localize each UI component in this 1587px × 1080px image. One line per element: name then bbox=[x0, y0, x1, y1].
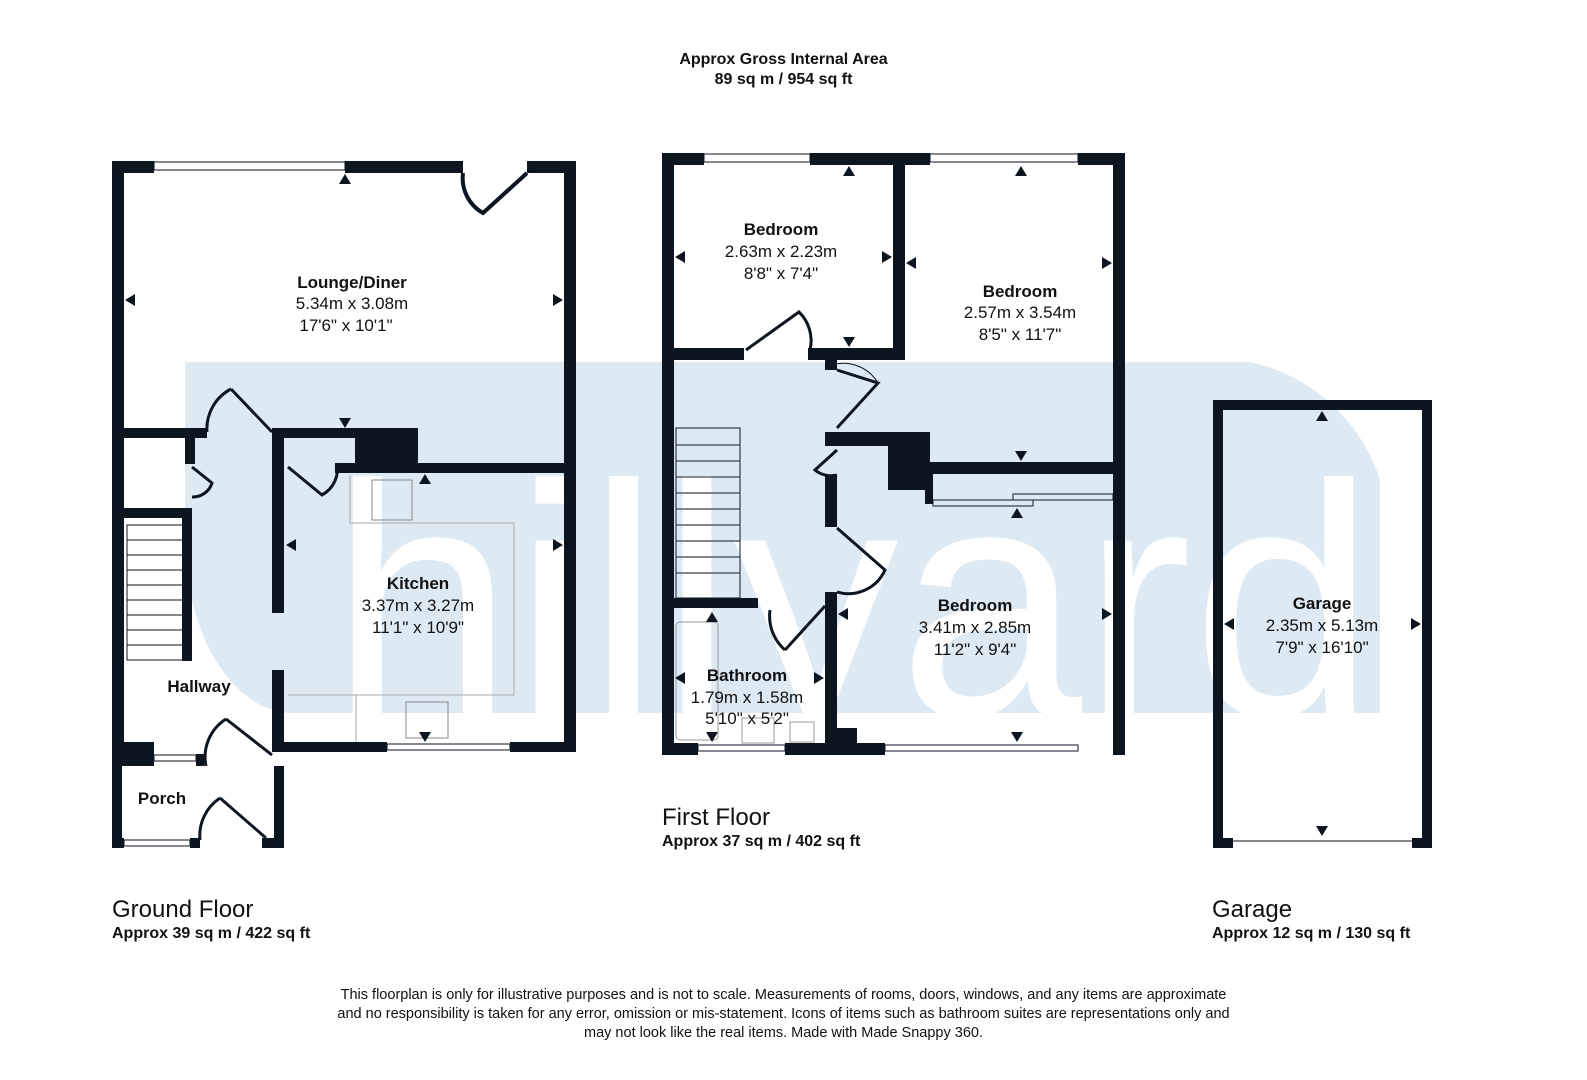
room-name: Bathroom bbox=[707, 666, 787, 685]
first-floor-fixtures bbox=[675, 153, 1114, 752]
room-name: Kitchen bbox=[387, 574, 449, 593]
gross-area-header: Approx Gross Internal Area 89 sq m / 954… bbox=[0, 50, 1567, 90]
floor-area: Approx 12 sq m / 130 sq ft bbox=[1212, 925, 1411, 942]
watermark-text: hillyards. bbox=[330, 416, 1587, 787]
room-name: Bedroom bbox=[983, 282, 1058, 301]
ground-floor-caption: Ground Floor Approx 39 sq m / 422 sq ft bbox=[112, 896, 310, 944]
room-hallway: Hallway bbox=[167, 677, 231, 696]
disclaimer-line: may not look like the real items. Made w… bbox=[584, 1025, 983, 1041]
floor-name: Garage bbox=[1212, 896, 1293, 923]
room-metric: 2.57m x 3.54m bbox=[964, 303, 1076, 322]
room-name: Garage bbox=[1293, 594, 1352, 613]
room-imperial: 17'6" x 10'1" bbox=[299, 316, 392, 335]
room-name: Bedroom bbox=[938, 596, 1013, 615]
room-bedroom-2: Bedroom 2.57m x 3.54m 8'5" x 11'7" bbox=[964, 282, 1076, 344]
room-bedroom-1: Bedroom 2.63m x 2.23m 8'8" x 7'4" bbox=[725, 220, 837, 283]
floor-name: First Floor bbox=[662, 804, 770, 831]
room-porch: Porch bbox=[138, 789, 186, 808]
room-imperial: 11'1" x 10'9" bbox=[372, 618, 464, 637]
watermark-logo: hillyards. bbox=[185, 362, 1587, 787]
floor-area: Approx 39 sq m / 422 sq ft bbox=[112, 925, 311, 942]
room-lounge-diner: Lounge/Diner 5.34m x 3.08m 17'6" x 10'1" bbox=[296, 273, 408, 335]
header-title: Approx Gross Internal Area bbox=[679, 51, 888, 68]
ground-floor-fixtures bbox=[123, 161, 529, 847]
floor-name: Ground Floor bbox=[112, 896, 254, 923]
garage-walls bbox=[1213, 400, 1432, 848]
room-name: Bedroom bbox=[744, 220, 819, 239]
first-floor-caption: First Floor Approx 37 sq m / 402 sq ft bbox=[662, 804, 860, 852]
room-metric: 2.35m x 5.13m bbox=[1266, 616, 1378, 635]
room-garage: Garage 2.35m x 5.13m 7'9" x 16'10" bbox=[1266, 594, 1378, 657]
room-name: Lounge/Diner bbox=[297, 273, 407, 292]
room-imperial: 11'2" x 9'4" bbox=[934, 640, 1017, 659]
room-kitchen: Kitchen 3.37m x 3.27m 11'1" x 10'9" bbox=[362, 574, 474, 637]
disclaimer-line: This floorplan is only for illustrative … bbox=[340, 987, 1227, 1003]
disclaimer-line: and no responsibility is taken for any e… bbox=[337, 1006, 1230, 1022]
dimension-arrows bbox=[125, 166, 1421, 836]
room-imperial: 8'8" x 7'4" bbox=[744, 264, 818, 283]
room-metric: 1.79m x 1.58m bbox=[691, 688, 803, 707]
header-area: 89 sq m / 954 sq ft bbox=[714, 71, 853, 88]
room-bedroom-3: Bedroom 3.41m x 2.85m 11'2" x 9'4" bbox=[919, 596, 1031, 659]
room-imperial: 8'5" x 11'7" bbox=[979, 325, 1062, 344]
room-metric: 3.41m x 2.85m bbox=[919, 618, 1031, 637]
room-bathroom: Bathroom 1.79m x 1.58m 5'10" x 5'2" bbox=[691, 666, 803, 728]
floor-area: Approx 37 sq m / 402 sq ft bbox=[662, 833, 861, 850]
first-floor-walls bbox=[662, 153, 1125, 755]
room-metric: 2.63m x 2.23m bbox=[725, 242, 837, 261]
garage-caption: Garage Approx 12 sq m / 130 sq ft bbox=[1212, 896, 1410, 944]
room-imperial: 5'10" x 5'2" bbox=[705, 709, 789, 728]
room-imperial: 7'9" x 16'10" bbox=[1275, 638, 1368, 657]
disclaimer: This floorplan is only for illustrative … bbox=[0, 986, 1567, 1043]
room-metric: 5.34m x 3.08m bbox=[296, 294, 408, 313]
room-metric: 3.37m x 3.27m bbox=[362, 596, 474, 615]
